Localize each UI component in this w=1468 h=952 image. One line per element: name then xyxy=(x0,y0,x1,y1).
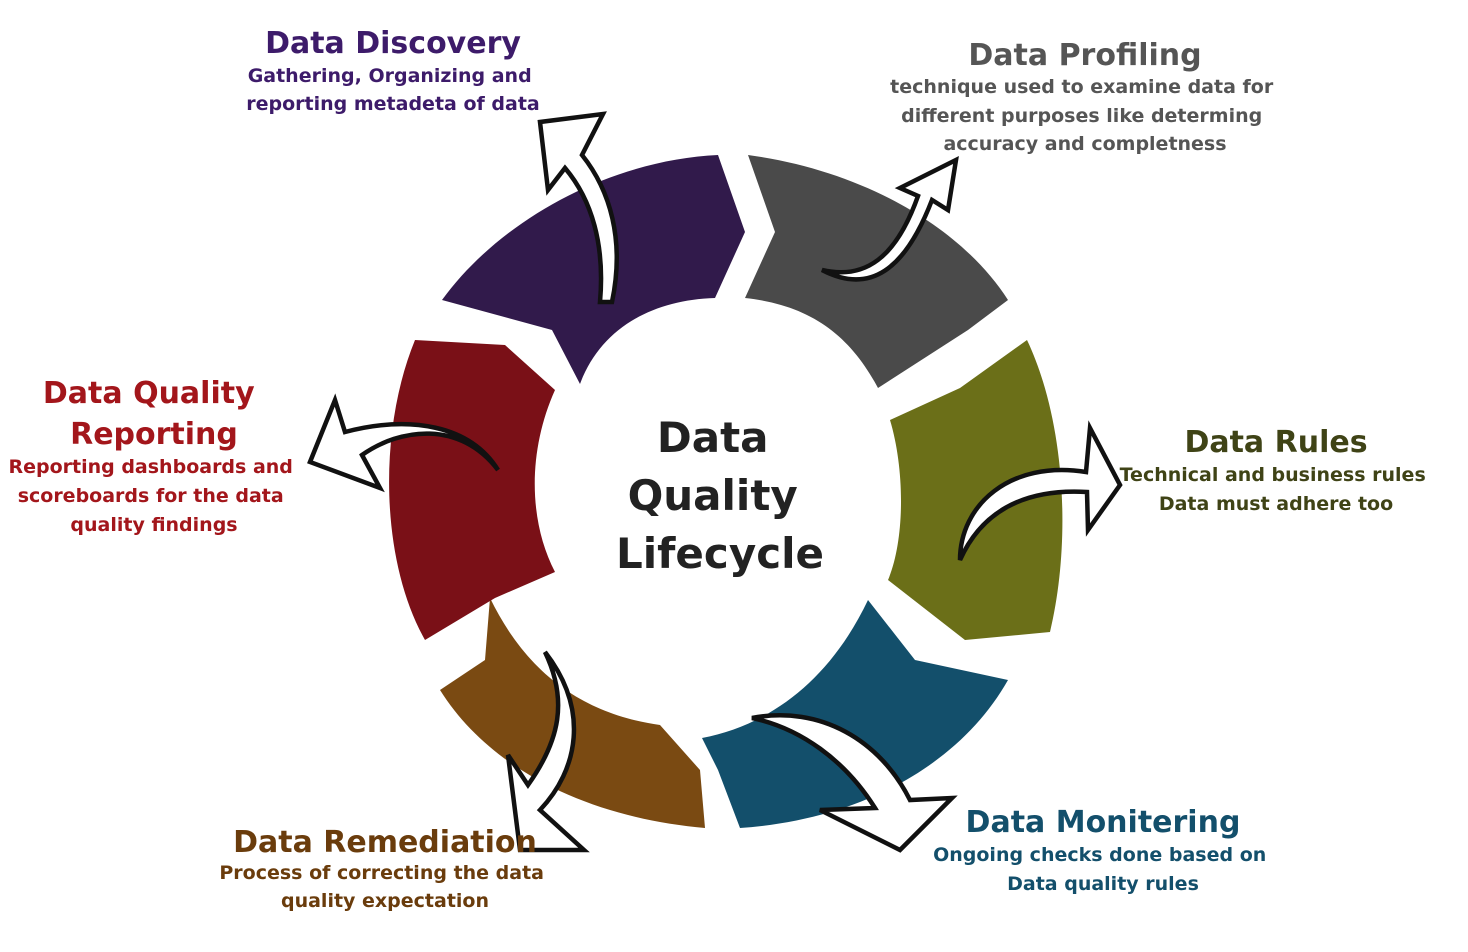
stage-label-monitoring: Data Monitering Ongoing checks done base… xyxy=(933,805,1273,895)
stage-description: Reporting dashboards and scoreboards for… xyxy=(8,456,299,536)
stage-title: Data Profiling xyxy=(968,38,1201,73)
stage-title: Data Rules xyxy=(1184,425,1367,460)
arrow-discovery-icon xyxy=(537,111,619,305)
arrow-reporting-icon xyxy=(307,393,500,493)
segment-monitoring xyxy=(702,600,1008,828)
segment-reporting xyxy=(389,340,555,640)
arrow-profiling-icon xyxy=(820,156,959,282)
stage-title: Data Remediation xyxy=(233,825,537,860)
stage-description: technique used to examine data for diffe… xyxy=(890,76,1280,155)
stage-label-remediation: Data Remediation Process of correcting t… xyxy=(219,825,550,912)
stage-title: Data Monitering xyxy=(966,805,1241,840)
stage-arrows xyxy=(307,111,1123,853)
stage-label-discovery: Data Discovery Gathering, Organizing and… xyxy=(246,26,539,115)
stage-title: Data Discovery xyxy=(265,26,521,61)
stage-label-profiling: Data Profiling technique used to examine… xyxy=(890,38,1280,155)
center-title: Data Quality Lifecycle xyxy=(616,413,824,578)
stage-description: Technical and business rules Data must a… xyxy=(1120,464,1433,515)
stage-title: Data Quality Reporting xyxy=(43,376,265,452)
stage-label-rules: Data Rules Technical and business rules … xyxy=(1120,425,1433,515)
segment-rules xyxy=(888,340,1063,640)
arrow-monitoring-icon xyxy=(751,713,958,853)
stage-description: Process of correcting the data quality e… xyxy=(219,862,550,912)
stage-description: Gathering, Organizing and reporting meta… xyxy=(246,65,539,115)
segment-discovery xyxy=(442,155,745,384)
center-disc xyxy=(557,325,887,655)
stage-label-reporting: Data Quality Reporting Reporting dashboa… xyxy=(8,376,299,536)
stage-description: Ongoing checks done based on Data qualit… xyxy=(933,844,1273,895)
arrow-rules-icon xyxy=(957,420,1123,561)
arrow-remediation-icon xyxy=(505,650,590,853)
